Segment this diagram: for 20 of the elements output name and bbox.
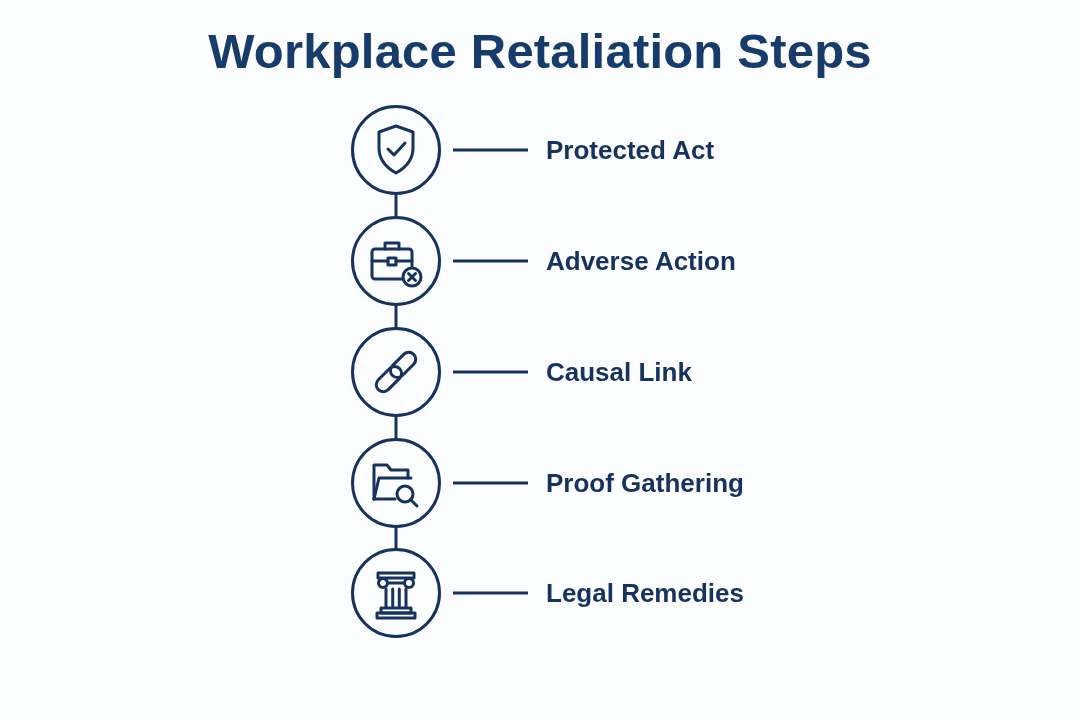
step-label: Protected Act [546,134,715,166]
connector-line [394,306,398,327]
step-circle [351,105,441,195]
step-label: Adverse Action [546,245,736,277]
step-circle [351,438,441,528]
connector-line [394,417,398,438]
title: Workplace Retaliation Steps [208,23,872,80]
step-circle [351,216,441,306]
connector-line [394,528,398,548]
connector-line [453,148,528,152]
connector-line [394,195,398,216]
step-label: Legal Remedies [546,577,744,609]
connector-line [453,591,528,595]
connector-line [453,481,528,485]
step-label: Causal Link [546,356,692,388]
connector-line [453,370,528,374]
step-label: Proof Gathering [546,467,744,499]
step-circle [351,327,441,417]
step-circle [351,548,441,638]
connector-line [453,259,528,263]
